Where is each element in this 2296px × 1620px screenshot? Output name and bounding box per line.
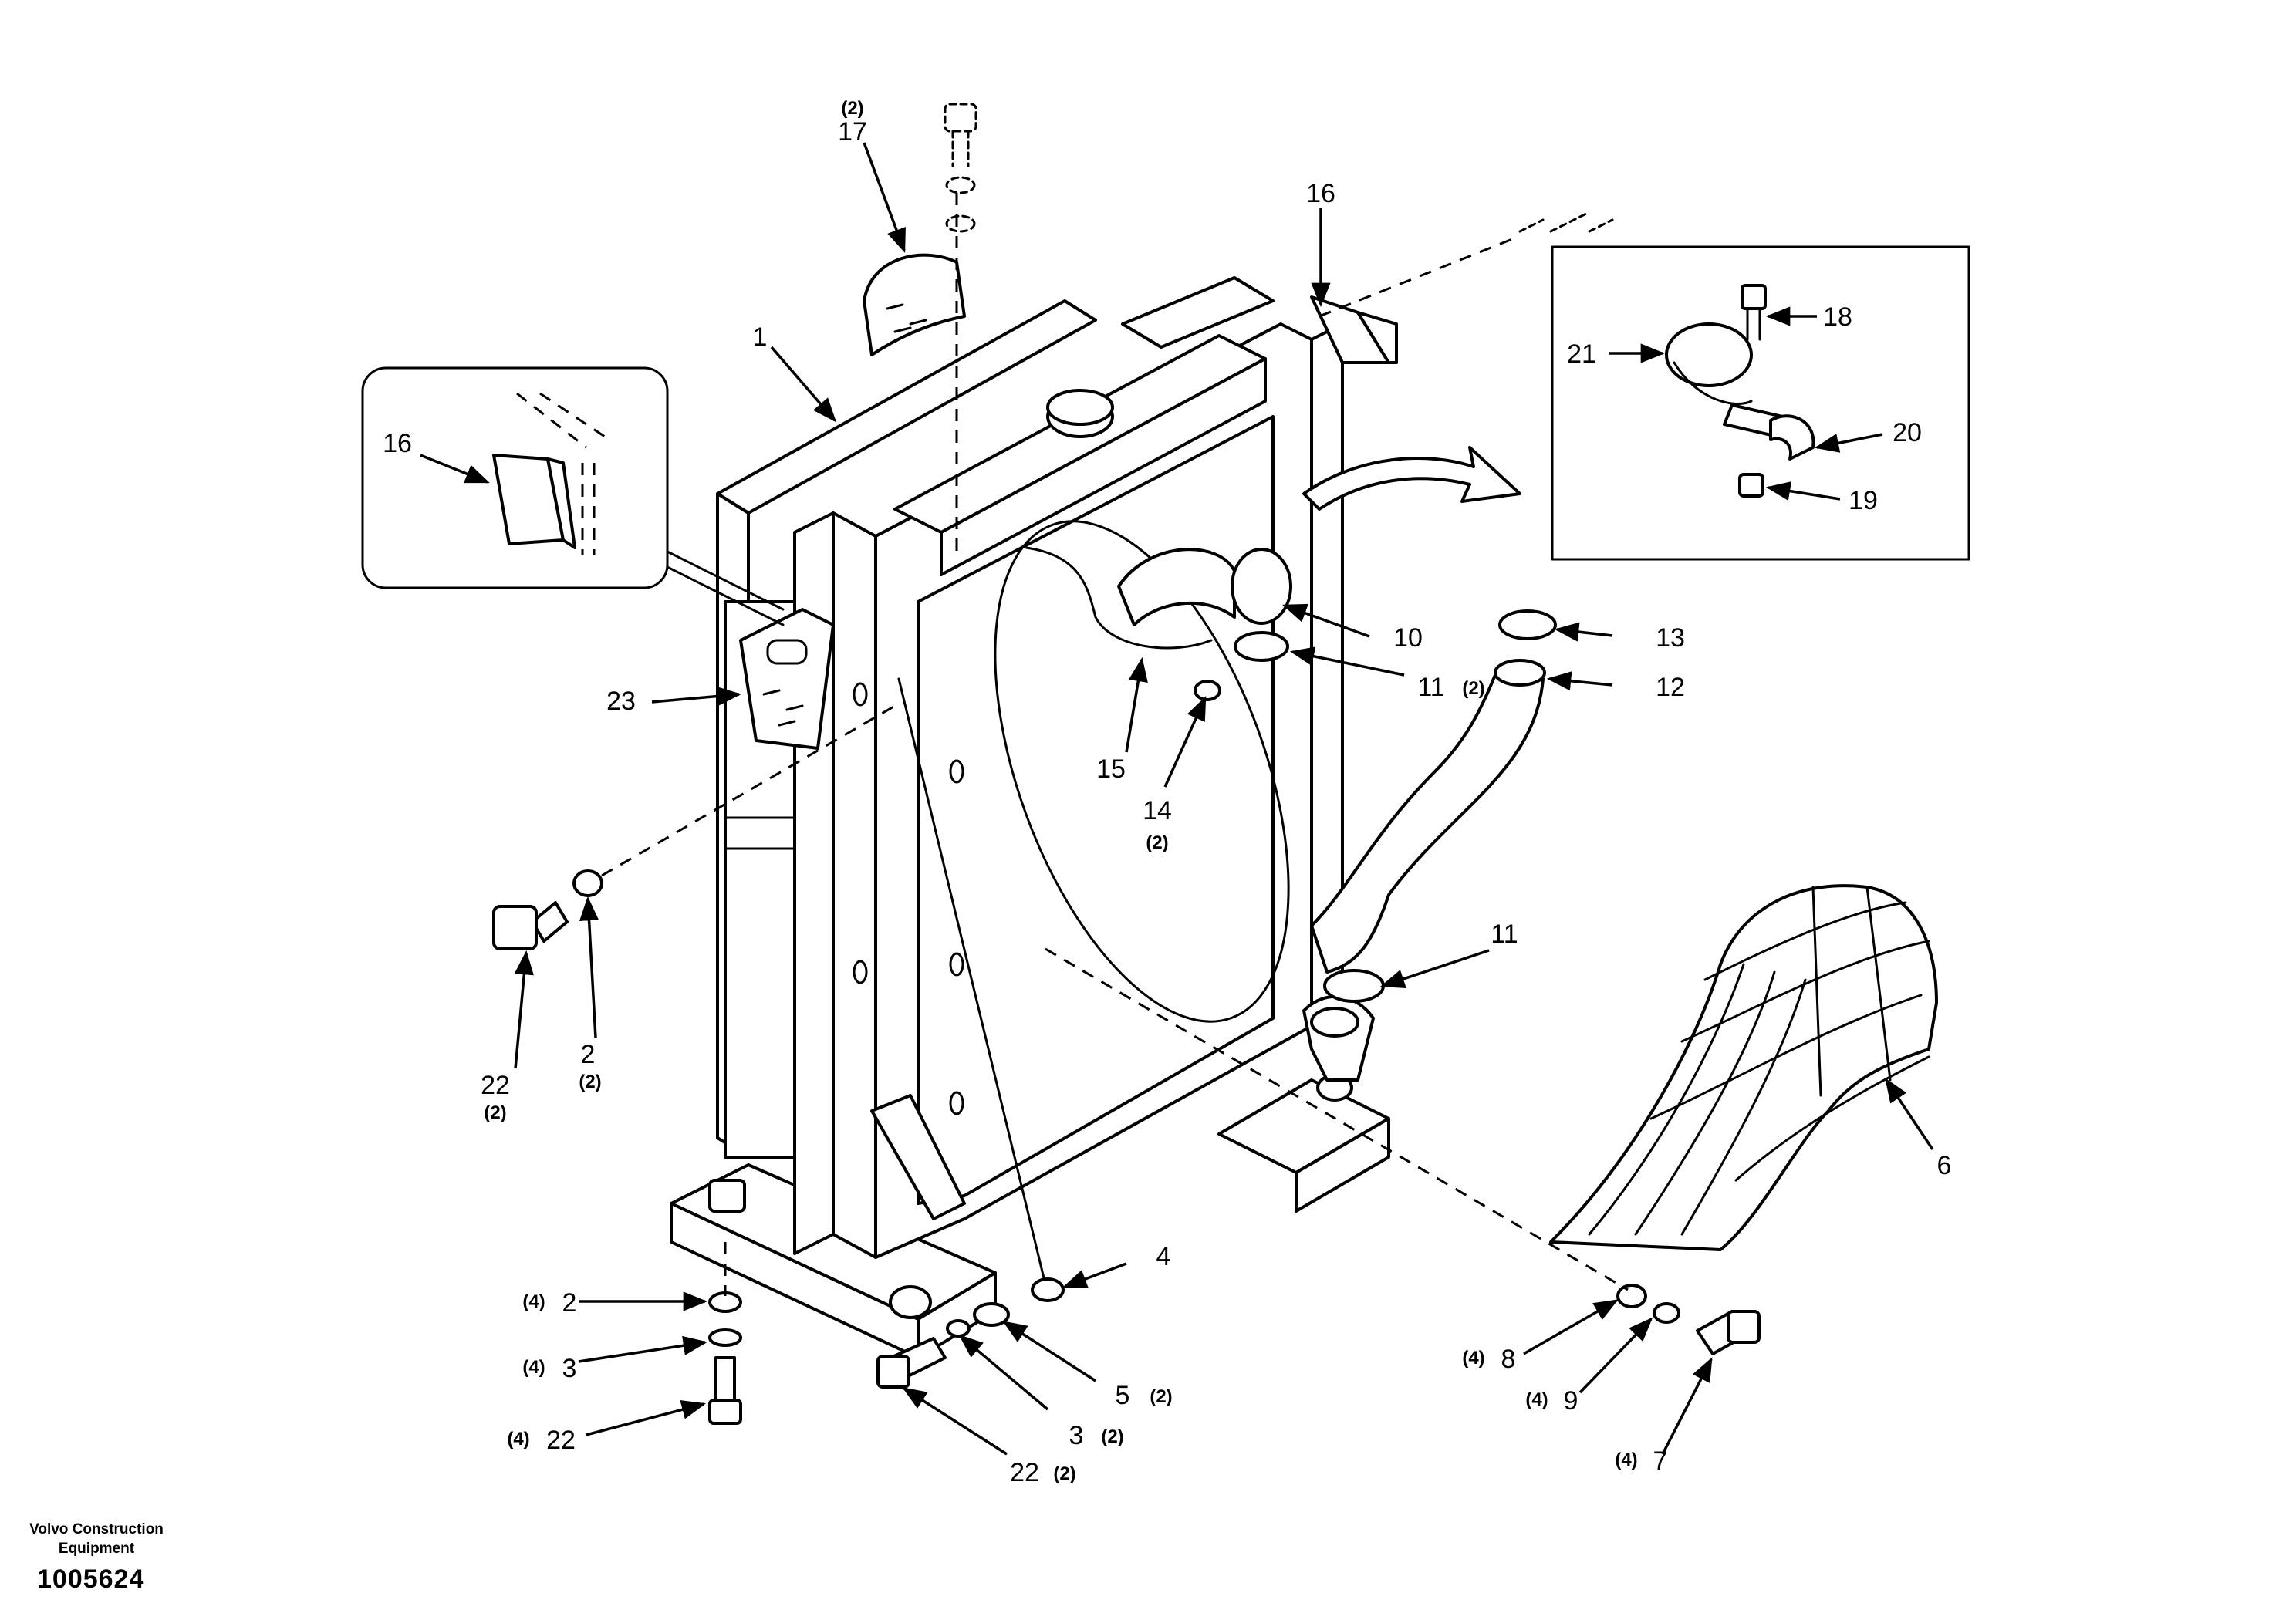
- callout-22-left-qty: (2): [484, 1102, 506, 1123]
- radiator-assembly: [716, 276, 1390, 1259]
- callout-9-qty: (4): [1525, 1389, 1548, 1410]
- company-line-2: Equipment: [58, 1541, 135, 1557]
- callouts: 1 (2) 17 16 16 23 10 11 (2) 13 12 15 14 …: [383, 98, 1951, 1487]
- company-name: Volvo Construction Equipment: [15, 1520, 177, 1558]
- detail-box-right: [1551, 245, 1970, 561]
- callout-22-base: 22: [546, 1426, 576, 1455]
- callout-2-base: 2: [562, 1288, 577, 1318]
- fan-guard: [1549, 884, 1938, 1251]
- callout-20: 20: [1893, 418, 1922, 447]
- detail-box-left: [361, 366, 785, 626]
- callout-2-left-qty: (2): [579, 1072, 601, 1092]
- callout-5: 5: [1116, 1381, 1130, 1410]
- callout-12: 12: [1656, 673, 1685, 702]
- hose-clamp-lower: [1323, 969, 1385, 1003]
- callout-23: 23: [606, 687, 636, 716]
- callout-11-upper-qty: (2): [1462, 678, 1484, 699]
- callout-3-base: 3: [562, 1354, 577, 1383]
- callout-17-qty: (2): [841, 98, 863, 119]
- callout-22-right-qty: (2): [1053, 1463, 1075, 1484]
- callout-22-base-qty: (4): [507, 1429, 529, 1450]
- leader-lines: [420, 142, 1934, 1456]
- callout-2-left: 2: [581, 1040, 596, 1069]
- callout-11-upper: 11: [1417, 673, 1444, 702]
- detail-arrow: [1302, 446, 1521, 511]
- base-plate: [670, 1163, 997, 1359]
- callout-22-left: 22: [481, 1071, 510, 1100]
- callout-14-qty: (2): [1146, 832, 1168, 853]
- callout-17: 17: [838, 117, 867, 147]
- stay-rod: [897, 677, 1065, 1302]
- callout-4: 4: [1156, 1242, 1171, 1271]
- callout-8-qty: (4): [1462, 1348, 1484, 1369]
- callout-16-detail: 16: [383, 429, 412, 458]
- callout-22-right: 22: [1010, 1458, 1039, 1487]
- callout-7-qty: (4): [1615, 1450, 1637, 1470]
- callout-15: 15: [1096, 754, 1126, 784]
- hose-clamp-top: [1498, 609, 1557, 640]
- callout-16-top: 16: [1306, 179, 1335, 208]
- callout-14: 14: [1143, 796, 1172, 825]
- callout-3-base-qty: (4): [522, 1357, 545, 1378]
- callout-13: 13: [1656, 623, 1685, 653]
- callout-1: 1: [753, 322, 768, 352]
- company-line-1: Volvo Construction: [29, 1521, 164, 1537]
- callout-3-right-qty: (2): [1101, 1426, 1123, 1447]
- guard-fasteners: [1045, 947, 1761, 1355]
- callout-10: 10: [1393, 623, 1423, 653]
- callout-9: 9: [1564, 1386, 1578, 1416]
- hose-clamp-upper: [1234, 631, 1289, 662]
- washer-14: [1194, 680, 1221, 701]
- bracket-17: [863, 193, 966, 555]
- base-fasteners: [708, 1242, 1010, 1425]
- bracket-16: [1310, 211, 1614, 364]
- callout-18: 18: [1823, 302, 1852, 332]
- callout-2-base-qty: (4): [522, 1291, 545, 1312]
- upper-hoses: [1025, 546, 1292, 650]
- bolt-17: [944, 103, 977, 233]
- callout-11-lower: 11: [1491, 920, 1518, 949]
- callout-6: 6: [1937, 1151, 1952, 1180]
- callout-7: 7: [1653, 1446, 1668, 1476]
- left-fasteners: [492, 704, 896, 950]
- drawing-number: 1005624: [37, 1564, 145, 1594]
- bracket-23: [739, 608, 835, 750]
- callout-5-qty: (2): [1150, 1386, 1172, 1407]
- callout-21: 21: [1567, 339, 1596, 369]
- callout-3-right: 3: [1069, 1421, 1084, 1450]
- callout-8: 8: [1501, 1345, 1516, 1374]
- callout-19: 19: [1849, 486, 1878, 515]
